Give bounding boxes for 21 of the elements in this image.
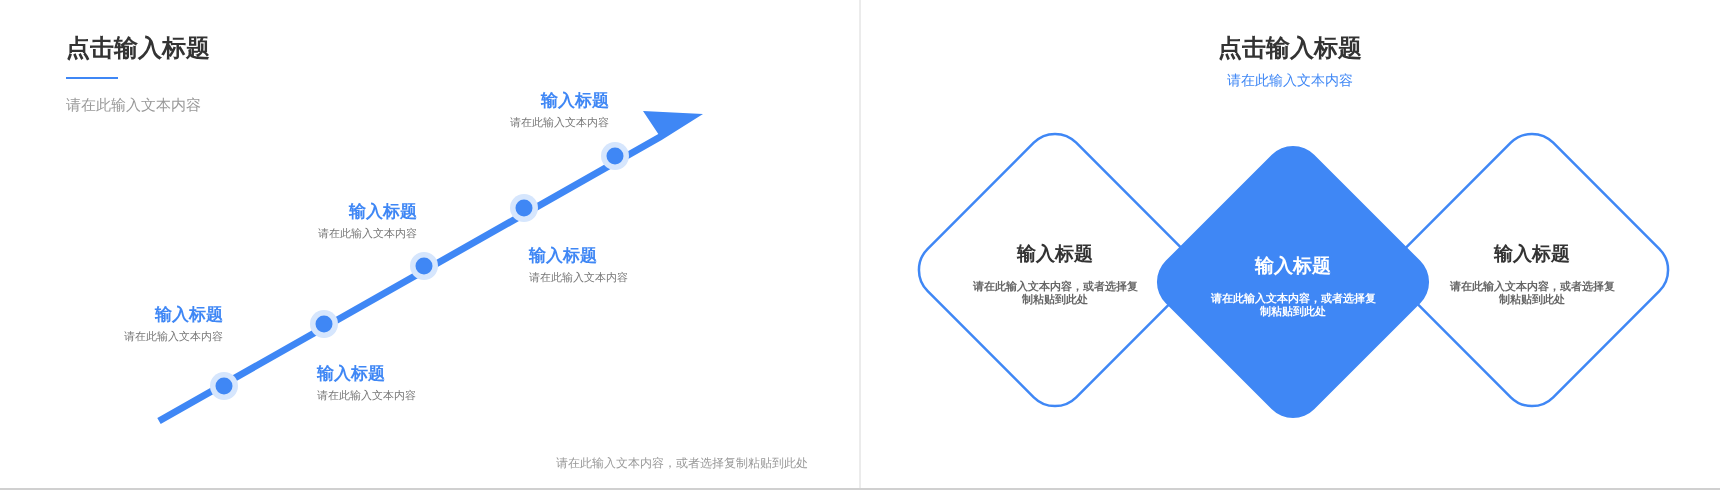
milestone-title: 输入标题 bbox=[529, 244, 597, 266]
footer-note: 请在此输入文本内容，或者选择复制粘贴到此处 bbox=[556, 455, 808, 471]
milestone-description: 请在此输入文本内容 bbox=[510, 115, 609, 130]
milestone-description: 请在此输入文本内容 bbox=[124, 329, 223, 344]
slide-title: 点击输入标题 bbox=[1218, 33, 1362, 64]
milestone-description: 请在此输入文本内容 bbox=[318, 226, 417, 241]
diamond-title: 输入标题 bbox=[1255, 253, 1331, 278]
milestone-title: 输入标题 bbox=[541, 89, 609, 111]
milestone-title: 输入标题 bbox=[317, 362, 385, 384]
slide-title: 点击输入标题 bbox=[66, 33, 210, 64]
milestone-description: 请在此输入文本内容 bbox=[317, 388, 416, 403]
diamond-description: 请在此输入文本内容，或者选择复制粘贴到此处 bbox=[1448, 280, 1616, 306]
diamond-title: 输入标题 bbox=[1494, 241, 1570, 266]
subtitle: 请在此输入文本内容 bbox=[1227, 71, 1353, 89]
diamond-description: 请在此输入文本内容，或者选择复制粘贴到此处 bbox=[971, 280, 1139, 306]
milestone-title: 输入标题 bbox=[349, 200, 417, 222]
diamond-description: 请在此输入文本内容，或者选择复制粘贴到此处 bbox=[1209, 292, 1377, 318]
subtitle: 请在此输入文本内容 bbox=[66, 95, 201, 115]
milestone-description: 请在此输入文本内容 bbox=[529, 270, 628, 285]
milestone-title: 输入标题 bbox=[155, 303, 223, 325]
diamond-title: 输入标题 bbox=[1017, 241, 1093, 266]
